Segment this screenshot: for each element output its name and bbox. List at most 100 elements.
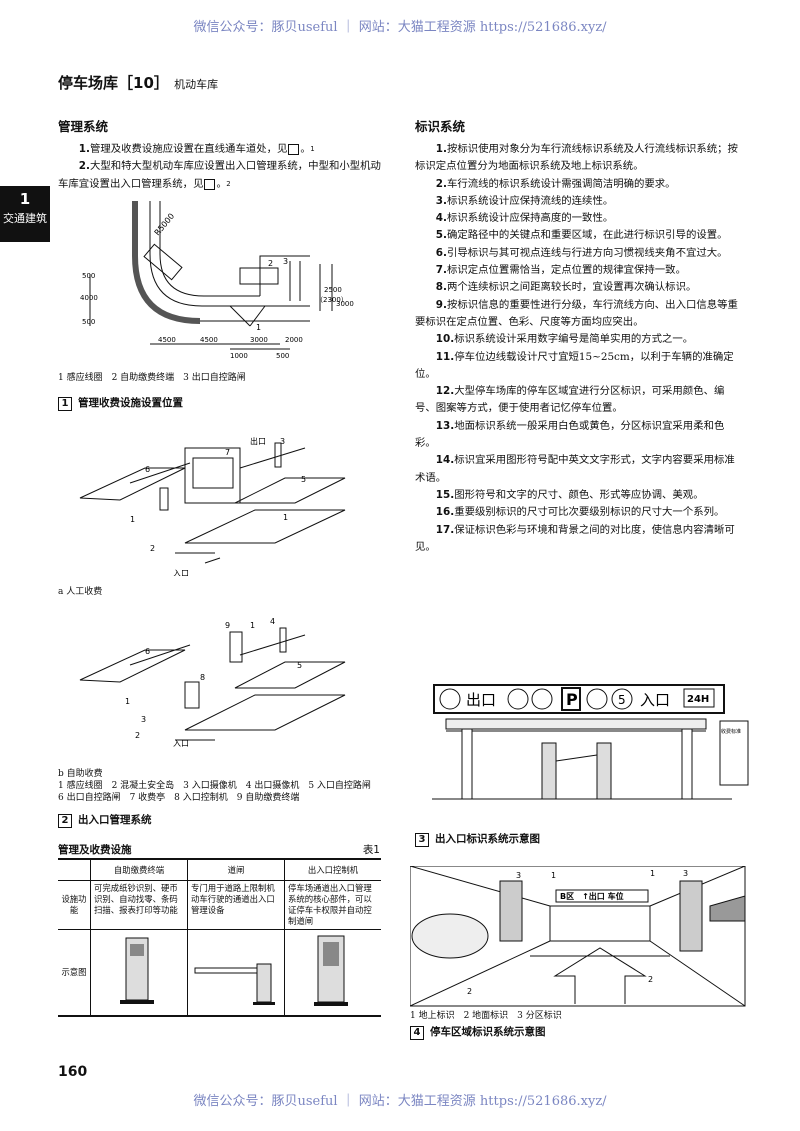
label-entry: 入口	[173, 569, 189, 576]
chapter-tab[interactable]: 1 交通建筑	[0, 186, 50, 242]
table-cell: 停车场通道出入口管理系统的核心部件，可以证停车卡权限并自动控制道闸	[284, 880, 381, 930]
label-4: 4	[270, 617, 275, 626]
table-title: 管理及收费设施表1	[58, 844, 380, 856]
para-item: 12.大型停车场库的停车区域宜进行分区标识，可采用颜色、编号、图案等方式，便于使…	[415, 385, 725, 415]
label-6: 6	[145, 465, 150, 474]
label-6: 6	[145, 647, 150, 656]
label-7: 7	[225, 448, 230, 457]
sign-exit: 出口	[466, 691, 496, 709]
para-item: 2.大型和特大型机动车库应设置出入口管理系统，中型和小型机动车库宜设置出入口管理…	[58, 160, 381, 190]
para-item: 16.重要级别标识的尺寸可比次要级别标识的尺寸大一个系列。	[435, 506, 725, 519]
dim-h2: 4000	[80, 294, 98, 302]
label-3b: 3	[683, 869, 688, 878]
para-item: 8.两个连续标识之间距离较长时，宜设置再次确认标识。	[435, 281, 697, 294]
label-exit: 出口	[250, 436, 266, 446]
fig1-caption: 1 感应线圈 2 自助缴费终端 3 出口自控路闸	[58, 373, 246, 383]
table-number: 表1	[362, 844, 380, 856]
label-9: 9	[225, 621, 230, 630]
label-1: 1	[551, 871, 556, 880]
dim-w3: 3000	[250, 336, 268, 344]
watermark-bottom: 微信公众号：豚贝useful ｜ 网站：大猫工程资源 https://52168…	[193, 1094, 607, 1109]
fig2b-legend-1: 1 感应线圈 2 混凝土安全岛 3 入口摄像机 4 出口摄像机 5 入口自控路闸	[58, 781, 371, 791]
label-5: 5	[301, 475, 306, 484]
fig2b-caption: b 自助收费	[58, 769, 103, 779]
page-number: 160	[58, 1064, 88, 1080]
dim-w1: 4500	[158, 336, 176, 344]
sign-24h: 24H	[687, 694, 709, 705]
para-item: 3.标识系统设计应保持流线的连续性。	[435, 194, 614, 207]
dim-v2: （2300）	[316, 296, 348, 304]
label-1: 1	[130, 515, 135, 524]
label-1b: 1	[650, 869, 655, 878]
dim-h1: 500	[82, 272, 95, 280]
table-cell: 可完成纸钞识别、硬币识别、自动找零、条码扫描、报表打印等功能	[90, 880, 188, 930]
chapter-number: 1	[19, 190, 31, 208]
para-item: 15.图形符号和文字的尺寸、颜色、形式等应协调、美观。	[435, 488, 704, 501]
dim-w4: 2000	[285, 336, 303, 344]
para-item: 4.标识系统设计应保持高度的一致性。	[435, 212, 614, 225]
label-1: 1	[250, 621, 255, 630]
para-item: 9.按标识信息的重要性进行分级，车行流线方向、出入口信息等重要标识在定点位置、色…	[415, 298, 738, 328]
figure-ref[interactable]: 2	[204, 178, 231, 190]
table-header: 自助缴费终端	[90, 858, 188, 881]
page-title-main: 停车场库［10］	[58, 74, 169, 92]
fig2b-legend-2: 6 出口自控路闸 7 收费亭 8 入口控制机 9 自助缴费终端	[58, 793, 300, 803]
label-8: 8	[200, 673, 205, 682]
label-3: 3	[283, 257, 288, 266]
section-heading-management: 管理系统	[58, 119, 109, 134]
sign-speed-limit: 5	[618, 693, 626, 707]
label-1b: 1	[125, 697, 130, 706]
label-3: 3	[141, 715, 146, 724]
para-item: 10.标识系统设计采用数字编号是简单实用的方式之一。	[435, 333, 694, 346]
table-header	[58, 858, 91, 881]
fig4-caption: 1 地上标识 2 地面标识 3 分区标识	[410, 1011, 562, 1021]
dim-w6: 500	[276, 352, 289, 360]
dim-w5: 1000	[230, 352, 248, 360]
barrier-gate-illustration	[194, 963, 275, 1005]
label-2: 2	[150, 544, 155, 553]
fig2b-self-service-drawing: 9 1 4 5 6 8 1 3 2 入口	[79, 617, 346, 748]
label-1: 1	[256, 323, 261, 332]
fig2a-caption: a 人工收费	[58, 587, 103, 597]
dim-v3: 3000	[336, 300, 354, 308]
label-2b: 2	[648, 975, 653, 984]
section-heading-signage: 标识系统	[415, 119, 466, 134]
label-5: 5	[297, 661, 302, 670]
dim-w2: 4500	[200, 336, 218, 344]
para-item: 17.保证标识色彩与环境和背景之间的对比度，使信息内容清晰可见。	[415, 523, 735, 553]
label-3: 3	[280, 437, 285, 446]
fig1-plan-drawing: R5000 500 4000 500 4500 4500 3000 2000 1…	[80, 201, 354, 360]
facility-table: 自助缴费终端 道闸 出入口控制机 设施功能 可完成纸钞识别、硬币识别、自动找零、…	[58, 858, 381, 1017]
fig4-parking-zone-signage-drawing: B区 ↑出口 车位 3 1 1 3 2 2	[410, 866, 746, 1007]
page-title: 停车场库［10］ 机动车库	[58, 72, 218, 93]
para-item: 13.地面标识系统一般采用白色或黄色，分区标识宜采用柔和色彩。	[415, 419, 725, 450]
label-3: 3	[516, 871, 521, 880]
zone-banner: B区 ↑出口 车位	[560, 891, 624, 901]
para-item: 7.标识定点位置需恰当，定点位置的规律宜保持一致。	[435, 264, 686, 277]
para-item: 11.停车位边线载设计尺寸宜短15~25cm，以利于车辆的准确定位。	[415, 350, 734, 380]
figure-ref[interactable]: 1	[288, 144, 315, 155]
para-item: 5.确定路径中的关键点和重要区域，在此进行标识引导的设置。	[435, 229, 728, 242]
dim-h3: 500	[82, 318, 95, 326]
table-cell: 专门用于道路上限制机动车行驶的通道出入口管理设备	[187, 880, 285, 930]
signage-text: 1.按标识使用对象分为车行流线标识系统及人行流线标识系统；按标识定点位置分为地面…	[415, 141, 745, 556]
label-2: 2	[268, 259, 273, 268]
label-2: 2	[467, 987, 472, 996]
table-header: 出入口控制机	[284, 858, 381, 881]
dim-radius: R5000	[153, 212, 177, 238]
label-1b: 1	[283, 513, 288, 522]
terminal-image-cell	[90, 929, 188, 1017]
label-entry: 入口	[173, 739, 189, 748]
para-item: 14.标识宜采用图形符号配中英文文字形式，文字内容要采用标准术语。	[415, 454, 735, 484]
access-controller-illustration	[314, 935, 348, 1006]
page-subtitle: 机动车库	[174, 78, 219, 91]
row-head-function: 设施功能	[58, 880, 91, 930]
self-pay-terminal-illustration	[120, 937, 154, 1004]
fig2a-manual-toll-drawing: 出口 3 7 6 5 1 1 2 入口	[79, 436, 346, 576]
para-item: 2.车行流线的标识系统设计需强调简洁明确的要求。	[435, 177, 676, 190]
